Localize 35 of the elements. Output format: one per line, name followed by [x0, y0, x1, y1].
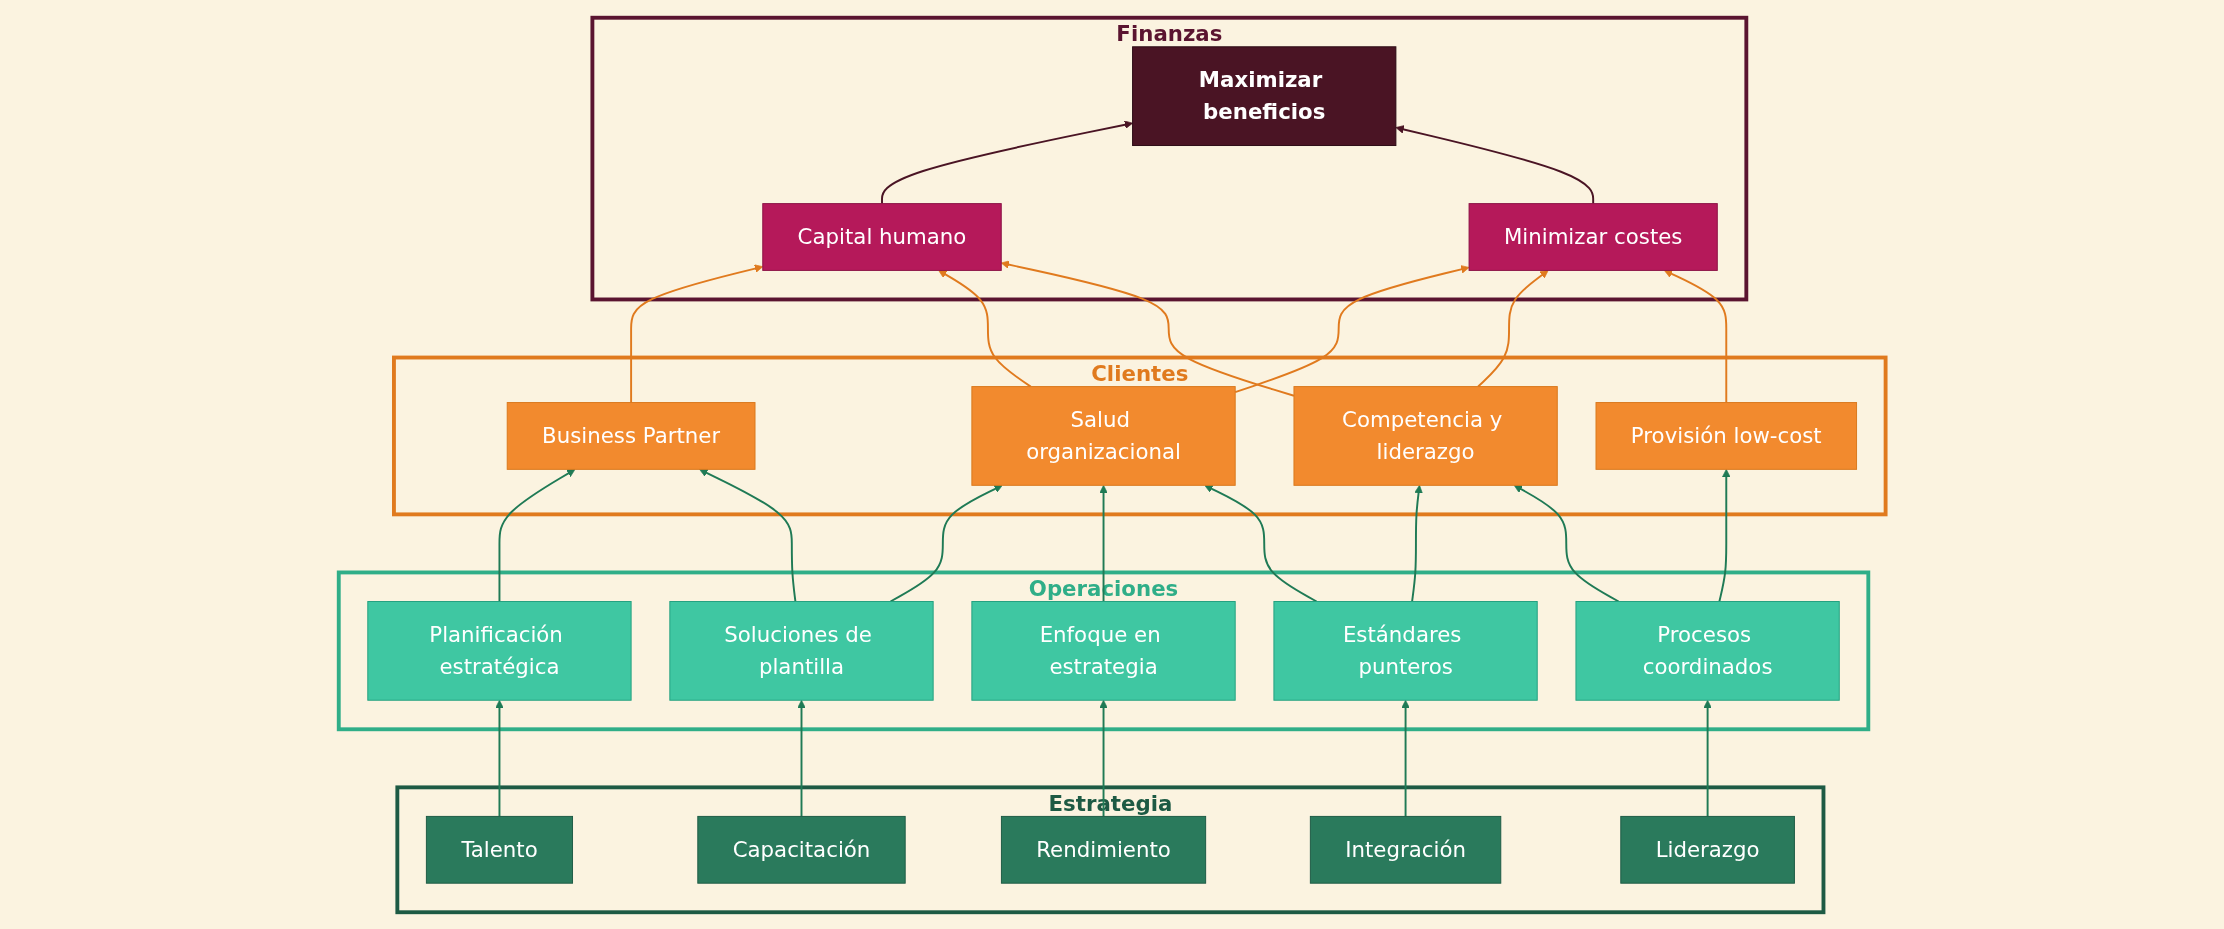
node-box: Capacitación [697, 815, 906, 884]
arrow [1395, 124, 1594, 205]
arrow [498, 468, 576, 602]
node-box: Capital humano [762, 202, 1002, 271]
node-box: Minimizar costes [1468, 202, 1718, 271]
arrow [1099, 484, 1108, 602]
arrow [797, 699, 806, 817]
arrow [1000, 259, 1295, 397]
arrow [1663, 269, 1728, 404]
arrow [938, 269, 1032, 388]
arrow [1099, 699, 1108, 817]
arrow [1477, 269, 1549, 388]
arrow [1234, 264, 1470, 393]
node-box: Business Partner [506, 401, 756, 470]
node-box: Salud organizacional [971, 385, 1236, 486]
arrow [1703, 699, 1712, 817]
node-box: Estándares punteros [1273, 600, 1538, 701]
node-box: Soluciones de plantilla [669, 600, 934, 701]
node-box: Liderazgo [1620, 815, 1795, 884]
node-box: Rendimiento [1000, 815, 1206, 884]
arrow [629, 263, 763, 404]
arrow [495, 699, 504, 817]
node-box: Talento [425, 815, 573, 884]
node-box: Integración [1309, 815, 1502, 884]
node-box: Planificación estratégica [367, 600, 632, 701]
arrow [699, 468, 797, 602]
arrow [880, 120, 1133, 205]
arrow [1410, 484, 1423, 602]
node-box: Provisión low-cost [1595, 401, 1857, 470]
node-box: Procesos coordinados [1575, 600, 1840, 701]
node-box: Competencia y liderazgo [1293, 385, 1558, 486]
node-box: Enfoque en estrategia [971, 600, 1236, 701]
arrow [1718, 468, 1731, 602]
node-box: Maximizar beneficios [1131, 45, 1397, 146]
arrow [1401, 699, 1410, 817]
